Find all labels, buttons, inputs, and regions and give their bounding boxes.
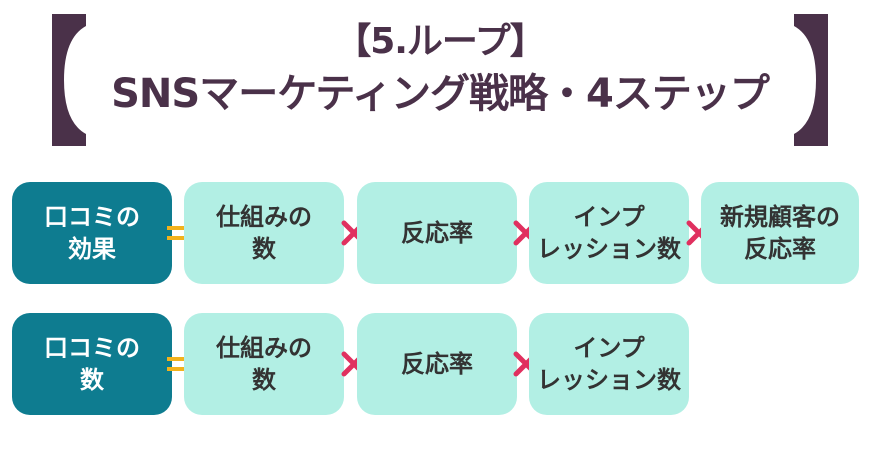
equals-icon xyxy=(164,218,194,248)
left-bracket-icon xyxy=(52,14,86,146)
factor-label: 新規顧客の 反応率 xyxy=(720,203,840,263)
factor-label: インプ レッション数 xyxy=(537,334,681,394)
factor-label: 仕組みの 数 xyxy=(216,334,312,394)
result-label: 口コミの 数 xyxy=(44,334,140,394)
equals-icon xyxy=(164,349,194,379)
factor-box: 仕組みの 数 xyxy=(184,182,344,284)
factor-label: 反応率 xyxy=(401,219,473,247)
title-line-1: 【5.ループ】 xyxy=(335,21,546,62)
factor-label: 反応率 xyxy=(401,350,473,378)
result-box: 口コミの 数 xyxy=(12,313,172,415)
factor-box: 仕組みの 数 xyxy=(184,313,344,415)
factor-box: 反応率 xyxy=(357,313,517,415)
right-bracket-icon xyxy=(794,14,828,146)
factor-box: 新規顧客の 反応率 xyxy=(701,182,859,284)
formula-row-1: 口コミの 効果 仕組みの 数 反応率 インプ レッション数 新規顧客の 反応率 xyxy=(12,182,872,284)
result-box: 口コミの 効果 xyxy=(12,182,172,284)
formula-row-2: 口コミの 数 仕組みの 数 反応率 インプ レッション数 xyxy=(12,313,872,415)
factor-label: インプ レッション数 xyxy=(537,203,681,263)
factor-box: インプ レッション数 xyxy=(529,182,689,284)
page-title: 【5.ループ】 SNSマーケティング戦略・4ステップ xyxy=(90,14,790,122)
factor-box: 反応率 xyxy=(357,182,517,284)
factor-box: インプ レッション数 xyxy=(529,313,689,415)
factor-label: 仕組みの 数 xyxy=(216,203,312,263)
title-line-2: SNSマーケティング戦略・4ステップ xyxy=(111,71,770,117)
result-label: 口コミの 効果 xyxy=(44,203,140,263)
